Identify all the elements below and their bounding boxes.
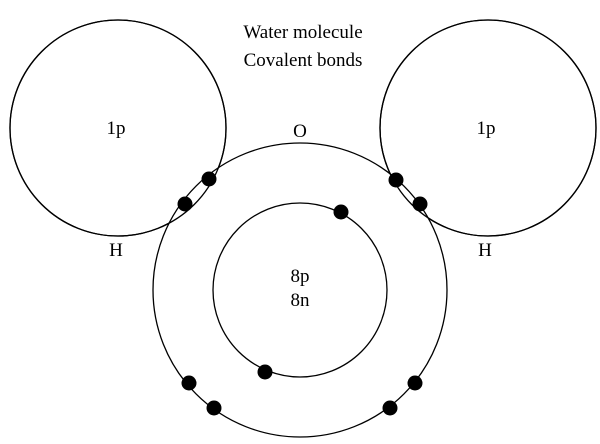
shared-electron-right-1 (388, 172, 404, 188)
hydrogen-right-label: H (478, 240, 492, 261)
hydrogen-left-outline (9, 19, 227, 237)
hydrogen-right-nucleus: 1p (477, 118, 496, 139)
title-line-2: Covalent bonds (244, 50, 363, 71)
hydrogen-right-outline (379, 19, 597, 237)
outer-electron-lower-left-2 (206, 400, 222, 416)
outer-electron-lower-right-1 (407, 375, 423, 391)
title-line-1: Water molecule (243, 22, 362, 43)
oxygen-nucleus-protons: 8p (291, 266, 310, 287)
shared-electron-right-2 (412, 196, 428, 212)
inner-electron-1 (333, 204, 349, 220)
outer-electron-lower-left-1 (181, 375, 197, 391)
shared-electron-left-2 (177, 196, 193, 212)
oxygen-label: O (293, 121, 307, 142)
oxygen-inner-shell (212, 202, 388, 378)
shared-electron-left-1 (201, 171, 217, 187)
hydrogen-left-label: H (109, 240, 123, 261)
outer-electron-lower-right-2 (382, 400, 398, 416)
inner-electron-2 (257, 364, 273, 380)
oxygen-nucleus-neutrons: 8n (291, 290, 311, 311)
hydrogen-left-nucleus: 1p (107, 118, 126, 139)
